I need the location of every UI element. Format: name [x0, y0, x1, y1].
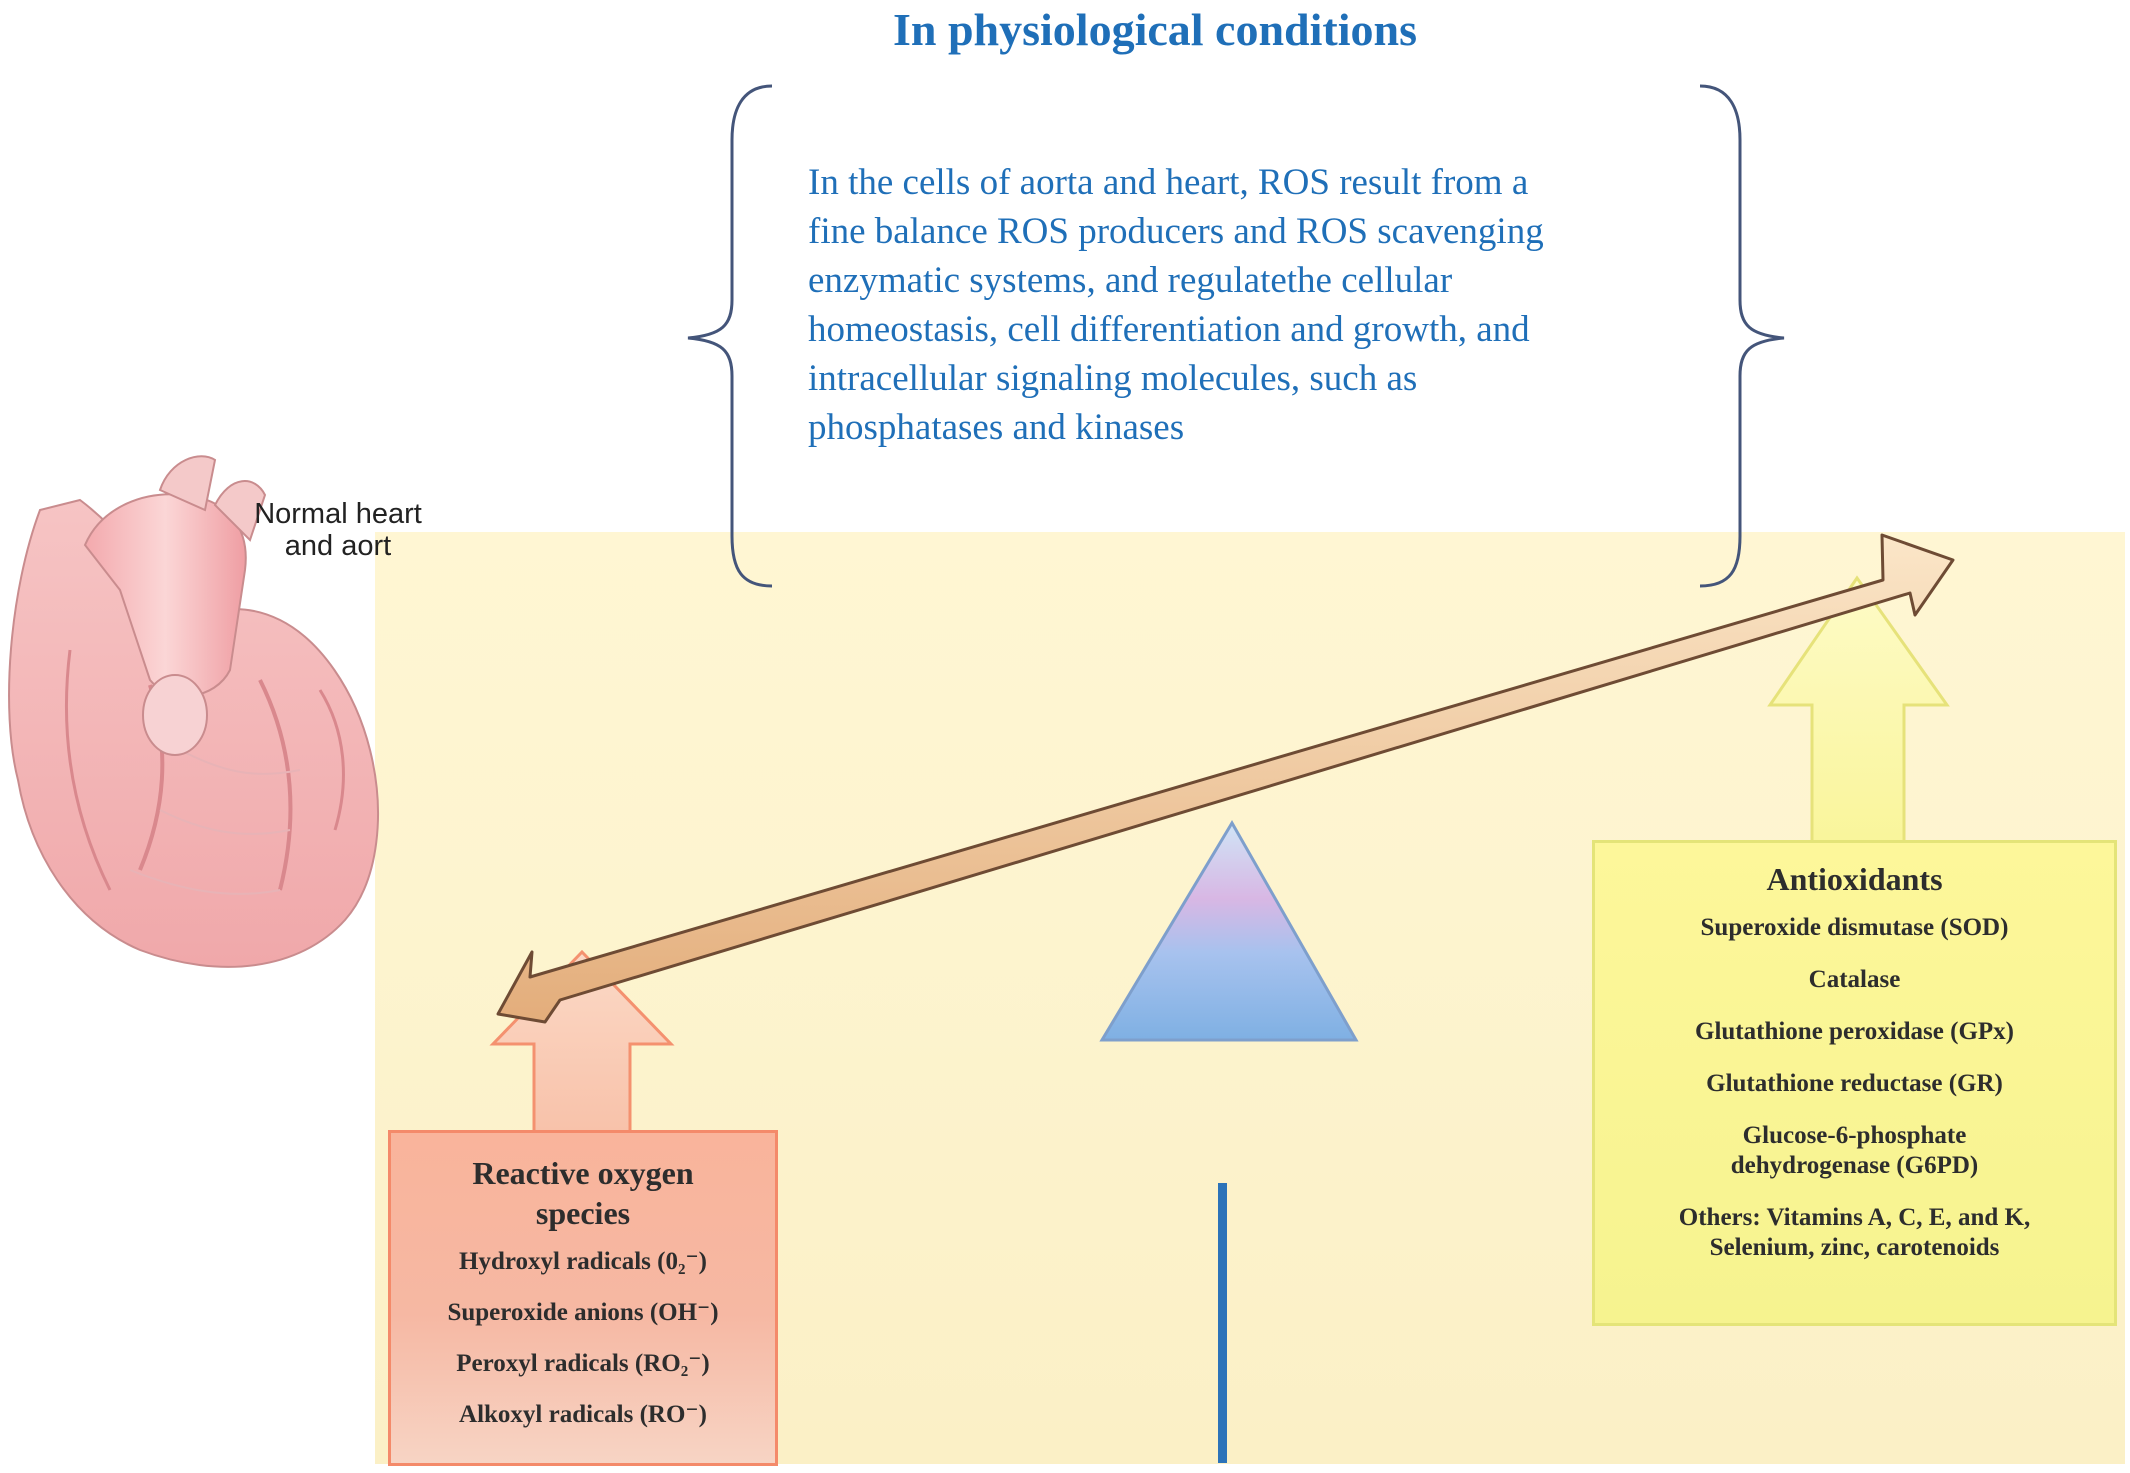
heart-label: Normal heart and aort [254, 498, 422, 562]
antioxidants-title: Antioxidants [1766, 861, 1943, 897]
antioxidants-box: Antioxidants Superoxide dismutase (SOD) … [1592, 840, 2117, 1326]
heart-illustration [8, 455, 379, 968]
diagram-title: In physiological conditions [892, 4, 1418, 55]
antioxidant-item-gpx: Glutathione peroxidase (GPx) [1695, 1018, 2014, 1045]
antioxidant-item-g6pd: Glucose-6-phosphate dehydrogenase (G6PD) [1730, 1122, 1979, 1179]
ros-item-superoxide: Superoxide anions (OH⁻) [447, 1299, 719, 1326]
ros-title: Reactive oxygen species [472, 1155, 694, 1231]
antioxidant-item-gr: Glutathione reductase (GR) [1706, 1070, 2003, 1097]
ros-item-peroxyl: Peroxyl radicals (RO₂⁻) [456, 1350, 710, 1377]
ros-item-hydroxyl: Hydroxyl radicals (0₂⁻) [459, 1248, 707, 1275]
description-text: In the cells of aorta and heart, ROS res… [808, 162, 1544, 448]
antioxidant-item-catalase: Catalase [1808, 966, 1901, 993]
antioxidant-item-others: Others: Vitamins A, C, E, and K, Seleniu… [1678, 1204, 2031, 1261]
ros-box: Reactive oxygen species Hydroxyl radical… [388, 1130, 778, 1466]
antioxidant-item-sod: Superoxide dismutase (SOD) [1700, 914, 2009, 941]
ros-item-alkoxyl: Alkoxyl radicals (RO⁻) [459, 1401, 707, 1428]
